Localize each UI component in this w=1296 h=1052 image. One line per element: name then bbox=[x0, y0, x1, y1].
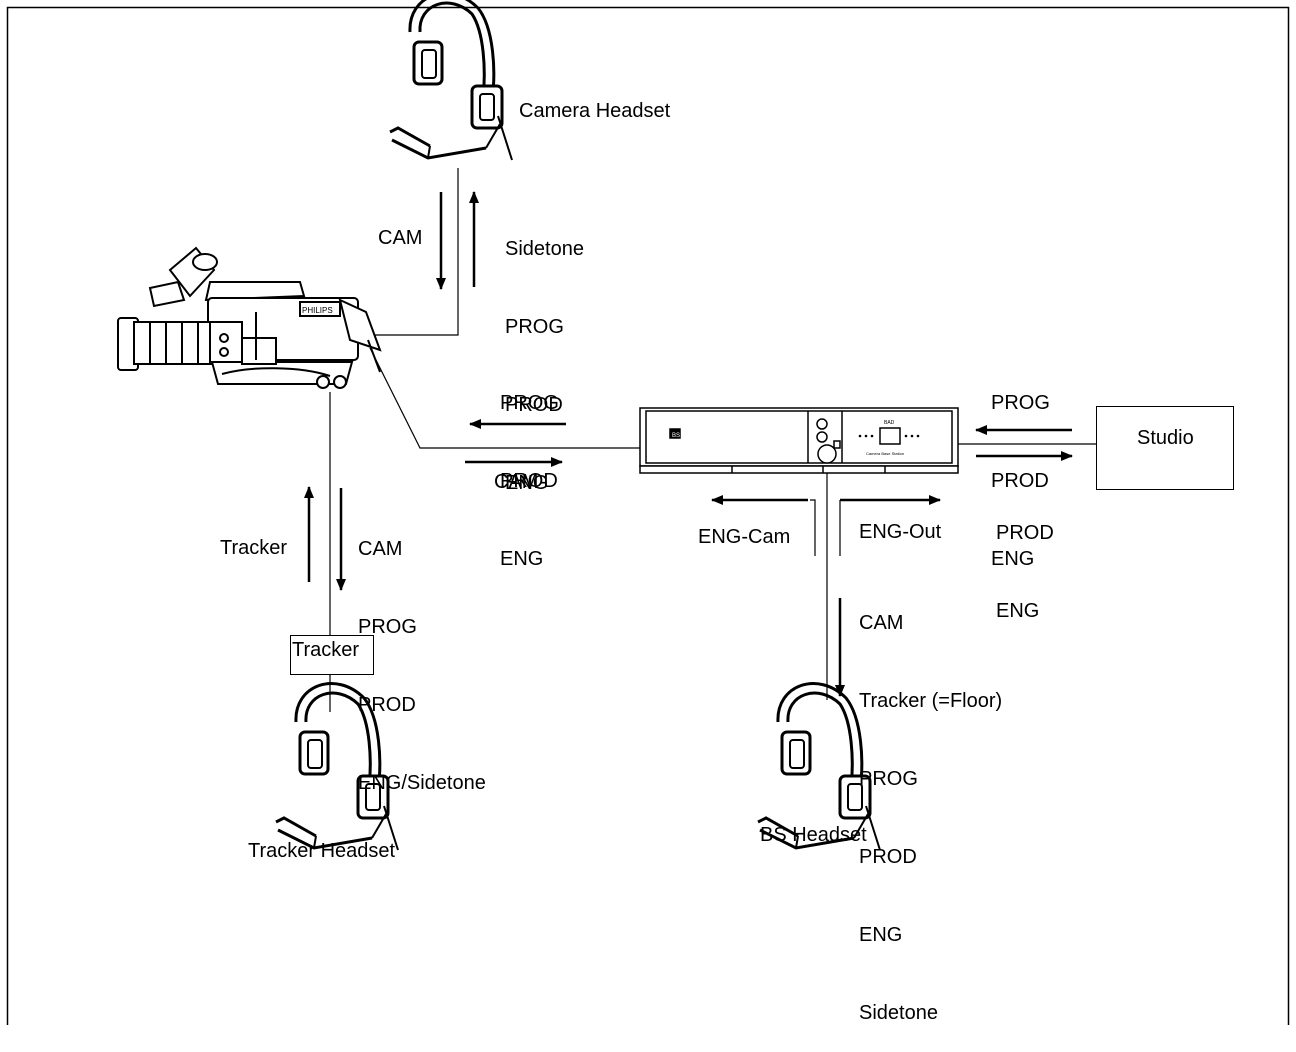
signal-item: PROD bbox=[991, 470, 1049, 492]
signal-item: Tracker (=Floor) bbox=[859, 690, 1003, 712]
signal-item: Sidetone bbox=[859, 1002, 938, 1024]
tracker-box: Tracker bbox=[290, 635, 374, 675]
signal-item: ENG bbox=[996, 600, 1040, 622]
link-eng-cam bbox=[810, 499, 816, 556]
list-camera-to-tracker: CAM PROG PROD ENG/Sidetone bbox=[358, 484, 486, 822]
base-station-dots bbox=[858, 434, 920, 438]
signal-item: ENG bbox=[500, 548, 544, 570]
signal-item: PROD bbox=[358, 694, 416, 716]
signal-item: PROD bbox=[859, 846, 917, 868]
signal-item: Sidetone bbox=[505, 238, 584, 260]
camera-headset-label: Camera Headset bbox=[519, 100, 671, 122]
link-camera-headset bbox=[360, 168, 459, 336]
signal-item: ENG bbox=[505, 472, 549, 494]
signal-item: CAM bbox=[358, 538, 403, 560]
signal-item: PROG bbox=[859, 768, 918, 790]
signal-item: ENG/Sidetone bbox=[358, 772, 486, 794]
link-camera-bs bbox=[369, 347, 640, 449]
signal-arrows bbox=[304, 191, 1073, 697]
studio-box: Studio bbox=[1096, 406, 1234, 490]
bs-brand: BS bbox=[672, 433, 680, 439]
label-tracker-to-camera: Tracker bbox=[220, 537, 288, 559]
label-headset-to-camera: CAM bbox=[378, 227, 423, 249]
list-bs-to-headset: CAM Tracker (=Floor) PROG PROD ENG Sidet… bbox=[859, 558, 1002, 1052]
signal-item: PROG bbox=[505, 316, 564, 338]
label-eng-out: ENG-Out bbox=[859, 521, 942, 543]
camera-icon bbox=[117, 246, 382, 389]
list-bs-to-studio: PROD ENG bbox=[996, 468, 1054, 650]
signal-item: PROG bbox=[358, 616, 417, 638]
camera-badge: PHILIPS bbox=[302, 306, 333, 315]
list-studio-to-bs: PROG PROD ENG bbox=[991, 338, 1050, 598]
bs-headset-label: BS Headset bbox=[760, 824, 867, 846]
label-camera-to-bs: CAM bbox=[494, 471, 539, 493]
signal-item: PROG bbox=[500, 392, 559, 414]
bs-title: BAD bbox=[884, 420, 895, 426]
signal-item: CAM bbox=[859, 612, 904, 634]
signal-item: PROG bbox=[991, 392, 1050, 414]
label-eng-cam: ENG-Cam bbox=[698, 526, 791, 548]
signal-item: PROD bbox=[996, 522, 1054, 544]
tracker-box-label: Tracker bbox=[292, 639, 360, 661]
diagram-border bbox=[6, 6, 1290, 1025]
tracker-headset-label: Tracker Headset bbox=[248, 840, 396, 862]
signal-item: PROD bbox=[505, 394, 563, 416]
list-bs-to-camera: PROG PROD ENG bbox=[500, 338, 559, 598]
base-station-icon bbox=[639, 407, 959, 474]
connection-lines bbox=[329, 168, 1096, 712]
bs-subtitle: Camera Base Station bbox=[866, 451, 904, 456]
signal-item: PROD bbox=[500, 470, 558, 492]
studio-label: Studio bbox=[1137, 427, 1194, 449]
signal-flow-diagram: PHILIPS BS BAD Camera Base Station bbox=[6, 0, 1290, 1025]
list-camera-to-headset: Sidetone PROG PROD ENG bbox=[505, 184, 584, 522]
signal-item: ENG bbox=[859, 924, 903, 946]
signal-item: ENG bbox=[991, 548, 1035, 570]
camera-headset-icon bbox=[388, 0, 514, 162]
